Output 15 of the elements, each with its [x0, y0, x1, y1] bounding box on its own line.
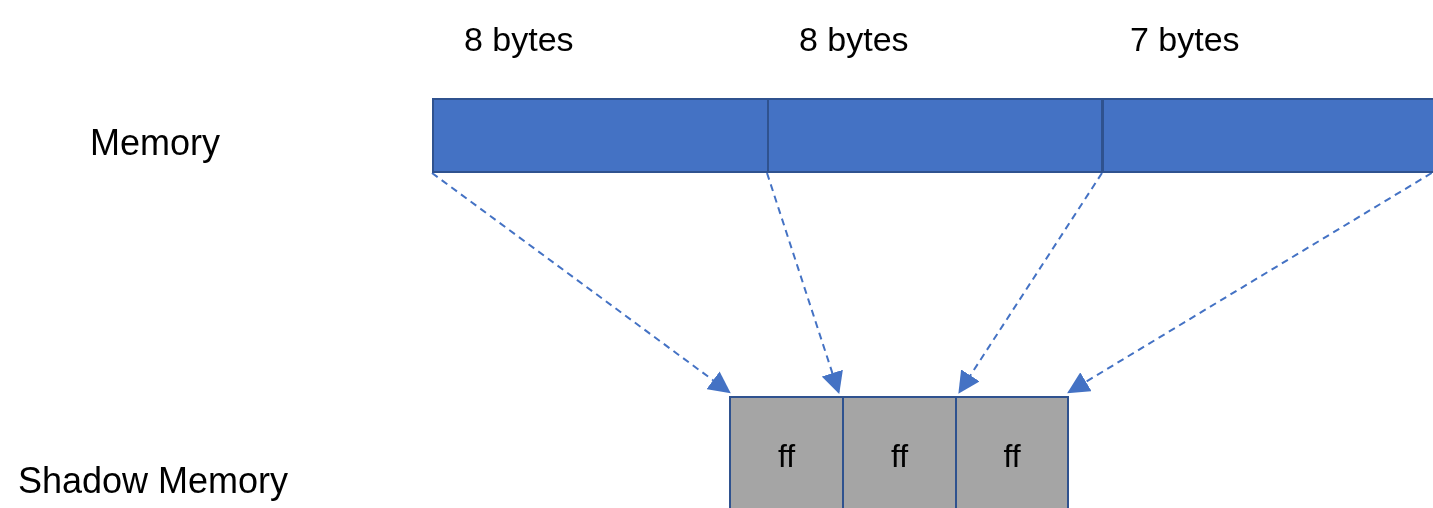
- shadow-cell: [842, 396, 957, 508]
- dashed-arrow: [431, 172, 731, 394]
- shadow-value: ff: [890, 437, 909, 475]
- dashed-arrow: [766, 172, 843, 395]
- row-label: Shadow Memory: [18, 460, 289, 502]
- shadow-value: ff: [1003, 437, 1021, 475]
- shadow-value: ff: [777, 437, 796, 475]
- size-label: 8 bytes: [799, 20, 909, 59]
- size-label: 8 bytes: [464, 20, 574, 59]
- dashed-arrow: [958, 172, 1103, 394]
- dashed-arrow: [1067, 172, 1433, 394]
- row-label: Memory: [90, 122, 220, 164]
- shadow-cell: [955, 396, 1069, 508]
- shadow-cell: [729, 396, 844, 508]
- size-label: 7 bytes: [1130, 20, 1240, 59]
